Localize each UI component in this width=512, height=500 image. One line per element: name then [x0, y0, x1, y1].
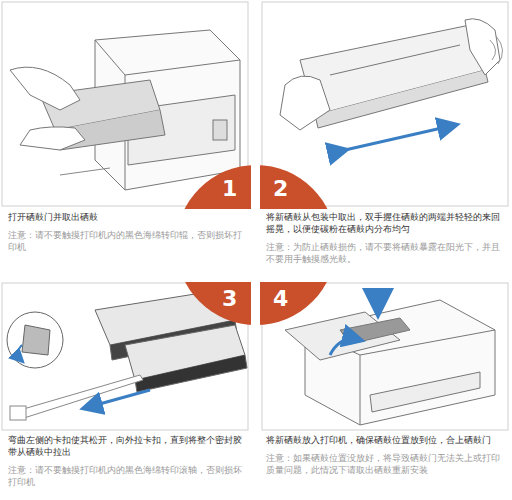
- step-note: 注意：为防止硒鼓损伤，请不要将硒鼓暴露在阳光下，并且不要用手触摸感光鼓。: [266, 242, 508, 266]
- pull-arrow: [85, 390, 150, 408]
- step-panel: 打开硒鼓门并取出硒鼓注意：请不要触摸打印机内的黑色海绵转印辊，否则损坏打印机: [0, 0, 252, 280]
- close-arrow: [330, 339, 360, 355]
- step-note: 注意：请不要触摸打印机内的黑色海绵转印滚轴，否则损坏打印机: [8, 465, 244, 489]
- tape-tab: [10, 406, 26, 420]
- insert-arrow: [376, 290, 380, 312]
- step-note: 注意：如果硒鼓位置没放好，将导致硒鼓门无法关上或打印质量问题，此情况下请取出硒鼓…: [266, 453, 508, 477]
- printer-drawing: [10, 30, 240, 190]
- step-instruction: 弯曲左侧的卡扣使其松开，向外拉卡扣，直到将整个密封胶带从硒鼓中拉出: [8, 435, 244, 459]
- badge-gap: [251, 160, 260, 330]
- step-instruction: 打开硒鼓门并取出硒鼓: [8, 212, 244, 224]
- shake-arrow: [345, 125, 455, 150]
- step-note: 注意：请不要触摸打印机内的黑色海绵转印辊，否则损坏打印机: [8, 230, 244, 254]
- cartridge-drawing: [280, 19, 500, 130]
- printer-drawing: [285, 300, 495, 425]
- step-panel: 弯曲左侧的卡扣使其松开，向外拉卡扣，直到将整个密封胶带从硒鼓中拉出注意：请不要触…: [0, 280, 252, 500]
- callout-number: 1: [222, 176, 237, 201]
- step-panel: 将新硒鼓放入打印机，确保硒鼓位置放到位，合上硒鼓门注意：如果硒鼓位置没放好，将导…: [258, 280, 512, 500]
- step-instruction: 将新硒鼓放入打印机，确保硒鼓位置放到位，合上硒鼓门: [266, 435, 508, 447]
- step-panel: 将新硒鼓从包装中取出，双手握住硒鼓的两端并轻轻的来回摇晃，以便使碳粉在硒鼓内分布…: [258, 0, 512, 280]
- panel-frame: [2, 2, 248, 206]
- bend-arrow: [18, 345, 22, 361]
- step-instruction: 将新硒鼓从包装中取出，双手握住硒鼓的两端并轻轻的来回摇晃，以便使碳粉在硒鼓内分布…: [266, 212, 508, 236]
- callout-number: 3: [222, 286, 237, 311]
- callout-number: 2: [273, 176, 288, 201]
- callout-number: 4: [273, 286, 288, 311]
- motion-lines: [490, 36, 503, 64]
- panel-frame: [262, 2, 508, 206]
